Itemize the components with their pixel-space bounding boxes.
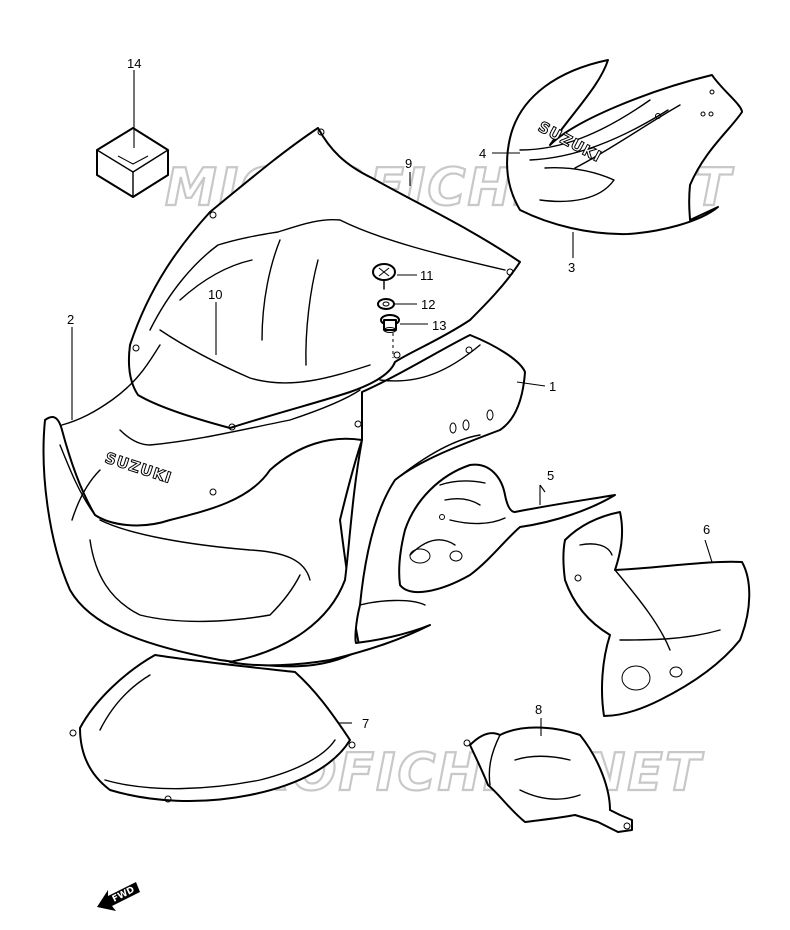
callout-13: 13 [432,318,446,333]
part-1-side-fairing[interactable] [229,334,526,667]
callout-labels: 14 2 3 4 1 5 6 7 8 9 10 11 12 13 [67,56,710,731]
part-2-suzuki-logo: SUZUKI [103,449,174,488]
part-7-under-cover[interactable] [69,654,356,803]
callout-11: 11 [420,268,434,283]
leader-lines [71,70,713,736]
callout-10: 10 [208,287,222,302]
part-11-screw[interactable] [372,263,396,290]
part-14-label-box[interactable] [96,127,169,198]
callout-6: 6 [703,522,710,537]
callout-9: 9 [405,156,412,171]
callout-12: 12 [421,297,435,312]
callout-14: 14 [127,56,141,71]
callout-2: 2 [67,312,74,327]
callout-4: 4 [479,146,486,161]
fwd-label: FWD [111,885,137,905]
part-6-lower-side-cowl[interactable] [562,511,751,717]
part-8-inner-bracket[interactable] [463,726,633,833]
part-13-grommet[interactable] [380,314,400,333]
part-9-windscreen[interactable] [128,127,521,431]
callout-3: 3 [568,260,575,275]
part-12-washer[interactable] [377,298,395,310]
fwd-arrow-icon: FWD [97,882,140,911]
callout-1: 1 [549,379,556,394]
callout-8: 8 [535,702,542,717]
part-5-inner-panel[interactable] [398,463,616,593]
callout-5: 5 [547,468,554,483]
callout-7: 7 [362,716,369,731]
